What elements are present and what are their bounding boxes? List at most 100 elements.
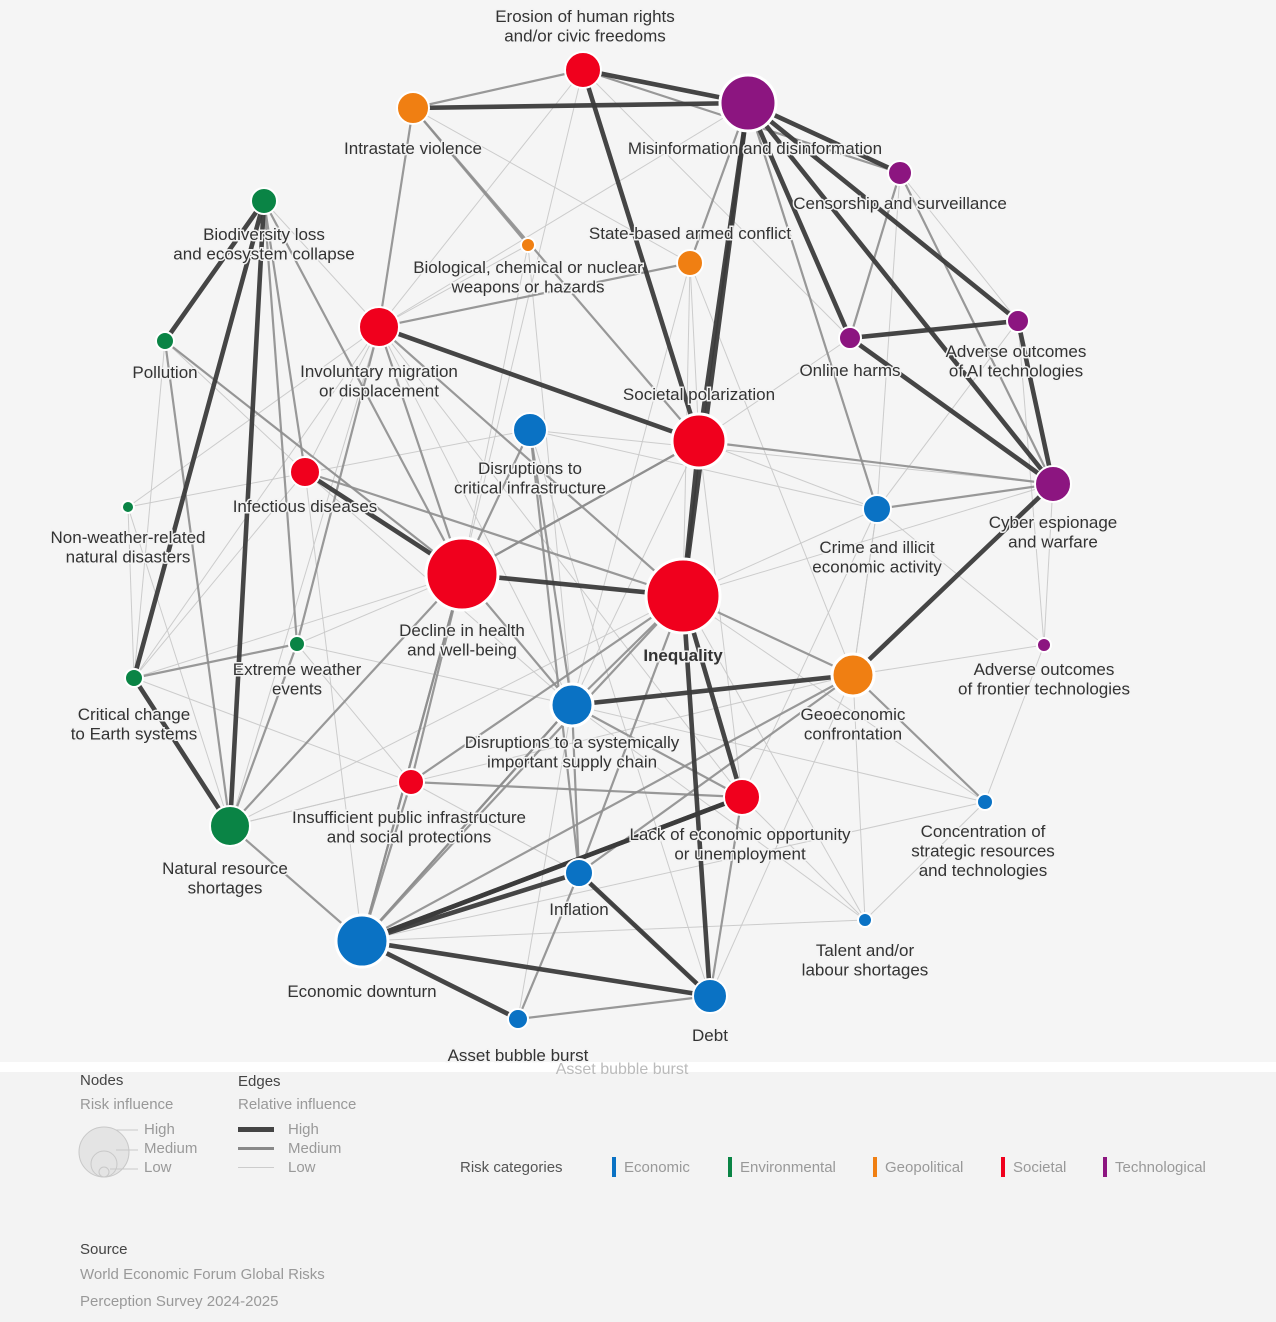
node-crime[interactable] [862, 494, 892, 524]
edge-inequality-misinfo [680, 100, 751, 599]
node-intrastate[interactable] [396, 91, 430, 125]
category-technological-label: Technological [1115, 1158, 1206, 1176]
edge-intrastate-polarization [411, 106, 701, 443]
legend-nodes-subtitle: Risk influence [80, 1096, 174, 1113]
edge-censorship-onlineharms [848, 171, 902, 340]
edge-concentration-downturn [361, 801, 986, 942]
node-label-line: or unemployment [674, 845, 806, 864]
edge-low-swatch [238, 1167, 274, 1168]
node-label-line: of frontier technologies [958, 680, 1130, 699]
edge-medium-label: Medium [288, 1140, 342, 1157]
edge-polarization-crime [698, 440, 878, 510]
legend-edges-title: Edges [238, 1073, 281, 1090]
node-label-line: Disruptions to [478, 459, 582, 478]
node-label-line: strategic resources [911, 842, 1055, 861]
edge-biodiversity-extremeweather [262, 199, 299, 646]
edge-statebased-migration [377, 261, 692, 329]
node-cyber[interactable] [1034, 465, 1072, 503]
node-naturalresource[interactable] [209, 805, 251, 847]
edge-migration-economicopp [378, 326, 743, 798]
edge-critical-extremeweather [132, 642, 299, 680]
edge-infectious-downturn [304, 471, 363, 942]
node-pollution[interactable] [155, 331, 175, 351]
node-label-debt: Debt [692, 1026, 728, 1045]
node-label-line: critical infrastructure [454, 479, 606, 498]
source-line-1: World Economic Forum Global Risks [80, 1266, 325, 1283]
edge-publicinfra-naturalresource [229, 781, 412, 827]
node-health[interactable] [424, 536, 500, 612]
edge-supplychain-concentration [571, 704, 986, 803]
edge-inequality-concentration [682, 595, 986, 803]
node-concentration[interactable] [976, 793, 994, 811]
edge-infrastructure-cyber [529, 429, 1054, 485]
node-label-line: Natural resource [162, 859, 288, 878]
edge-bio-migration [378, 244, 529, 328]
node-inequality[interactable] [644, 557, 722, 635]
node-label-line: Adverse outcomes [974, 660, 1115, 679]
node-migration[interactable] [358, 306, 400, 348]
edge-bio-supplychain [527, 244, 573, 706]
node-polarization[interactable] [670, 412, 728, 470]
edge-migration-infectious [304, 326, 380, 473]
node-assetbubble[interactable] [507, 1008, 529, 1030]
node-downturn[interactable] [334, 913, 390, 969]
edge-critical-naturalresource [131, 675, 233, 829]
edge-misinfo-migration [378, 102, 749, 328]
edge-medium-swatch [238, 1147, 274, 1150]
edge-debt-geoeconomic [709, 674, 854, 997]
node-bio[interactable] [520, 237, 536, 253]
edge-biodiversity-critical [131, 198, 267, 681]
node-censorship[interactable] [887, 160, 913, 186]
node-label-line: Societal polarization [623, 385, 775, 404]
node-supplychain[interactable] [549, 682, 595, 728]
node-economicopp[interactable] [723, 778, 761, 816]
edge-infrastructure-debt [529, 429, 711, 997]
node-label-inflation: Inflation [549, 900, 609, 919]
legend-categories-title: Risk categories [460, 1159, 563, 1176]
edge-intrastate-statebased [412, 107, 691, 264]
node-onlineharms[interactable] [838, 326, 862, 350]
edge-inequality-migration [377, 325, 685, 598]
node-geoeconomic[interactable] [830, 652, 876, 698]
node-inflation[interactable] [564, 858, 594, 888]
node-label-intrastate: Intrastate violence [344, 139, 482, 158]
node-nonweather[interactable] [121, 500, 135, 514]
node-label-line: labour shortages [802, 961, 929, 980]
node-frontier[interactable] [1036, 637, 1052, 653]
legend-node-low: Low [144, 1159, 172, 1176]
edge-extremeweather-publicinfra [296, 643, 412, 783]
edge-crime-economicopp [741, 508, 878, 798]
node-label-line: events [272, 680, 322, 699]
edge-biodiversity-naturalresource [227, 198, 267, 829]
node-infectious[interactable] [289, 456, 321, 488]
node-statebased[interactable] [676, 249, 704, 277]
node-label-inequality: Inequality [643, 646, 723, 665]
node-label-line: natural disasters [66, 548, 191, 567]
node-talent[interactable] [857, 912, 873, 928]
node-publicinfra[interactable] [397, 768, 425, 796]
edge-low-label: Low [288, 1159, 316, 1176]
node-biodiversity[interactable] [250, 187, 278, 215]
node-misinfo[interactable] [718, 73, 778, 133]
node-label-downturn: Economic downturn [287, 982, 436, 1001]
node-label-line: Asset bubble burst [448, 1046, 589, 1065]
node-label-line: Decline in health [399, 621, 525, 640]
edge-ai-crime [876, 320, 1019, 510]
node-label-line: Infectious diseases [233, 497, 378, 516]
category-societal-swatch [1001, 1157, 1005, 1177]
edge-erosion-migration [378, 69, 584, 328]
node-infrastructure[interactable] [512, 412, 548, 448]
node-label-line: Extreme weather [233, 660, 362, 679]
node-debt[interactable] [692, 978, 728, 1014]
node-ai[interactable] [1006, 309, 1030, 333]
node-extremeweather[interactable] [288, 635, 306, 653]
node-erosion[interactable] [564, 51, 602, 89]
node-critical[interactable] [124, 668, 144, 688]
